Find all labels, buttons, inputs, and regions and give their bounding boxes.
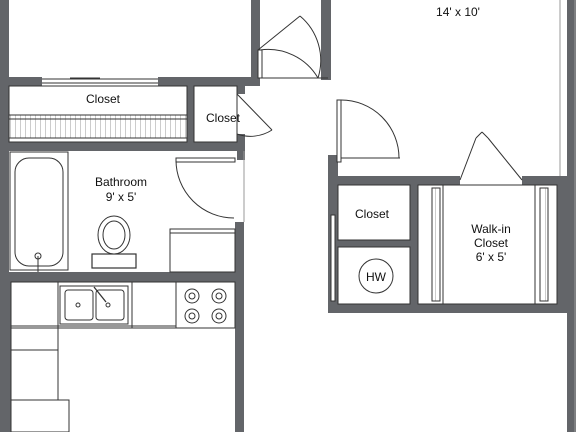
- wall-bedroom-bottom-right: [522, 176, 576, 185]
- thin-lines: [42, 0, 576, 432]
- wall-bedroom-bottom-mid: [390, 176, 460, 185]
- wall-bedroom-left: [321, 0, 331, 80]
- closet-shelf: [8, 114, 188, 139]
- closet-mid: Closet: [337, 184, 411, 241]
- burner: [184, 288, 200, 304]
- water-heater-label: HW: [366, 270, 387, 284]
- kitchen: [10, 281, 236, 432]
- bathtub-basin: [14, 157, 64, 267]
- wall-bath-right: [235, 222, 244, 432]
- bathroom-door[interactable]: [175, 157, 236, 219]
- vanity: [169, 228, 236, 273]
- fridge: [10, 399, 70, 432]
- toilet-tank: [91, 253, 137, 269]
- wall-upper-left-room-bottom-2: [158, 77, 260, 86]
- closet-mid-sliding-door[interactable]: [330, 214, 336, 302]
- wall-closets-bottom: [0, 142, 245, 151]
- stove: [175, 281, 236, 329]
- closet-mid-label: Closet: [355, 207, 390, 221]
- wall-closet-divider: [187, 86, 194, 144]
- bathroom: Bathroom 9' x 5': [9, 151, 236, 273]
- closet-top: Closet: [8, 85, 188, 143]
- bathroom-dims: 9' x 5': [106, 190, 137, 204]
- bedroom-dims-label: 14' x 10': [436, 5, 480, 19]
- water-heater: HW: [337, 246, 411, 305]
- closet-small: Closet: [193, 85, 241, 143]
- bedroom-door[interactable]: [336, 99, 400, 163]
- wall-small-closet-right-top: [237, 86, 245, 94]
- wall-kitchen-left-inner: [9, 282, 11, 432]
- closet-small-label: Closet: [206, 111, 241, 125]
- closet-small-door[interactable]: [236, 93, 273, 137]
- kitchen-cabinet: [10, 349, 59, 401]
- walkin-door[interactable]: [459, 131, 523, 181]
- burner: [184, 308, 200, 324]
- walkin-line1: Walk-in: [471, 222, 511, 236]
- wall-bath-bottom: [0, 272, 244, 282]
- wall-bedroom-left-lower: [328, 155, 338, 185]
- walkin-line2: Closet: [474, 236, 509, 250]
- bathroom-name: Bathroom: [95, 175, 147, 189]
- wall-walkin-right: [557, 185, 576, 313]
- wall-small-closet-right-bottom: [237, 134, 245, 160]
- wall-closet-area-bottom: [328, 304, 576, 313]
- wall-upper-left-room-bottom: [0, 77, 42, 86]
- wall-closet-hw-mid: [338, 240, 410, 247]
- burner: [211, 308, 227, 324]
- wall-right-exterior: [567, 0, 576, 185]
- closet-top-label: Closet: [86, 92, 121, 106]
- wall-right-exterior-lower: [567, 313, 576, 432]
- walkin-closet: Walk-in Closet 6' x 5': [417, 184, 558, 305]
- kitchen-cabinet: [10, 327, 59, 351]
- hall-door-top[interactable]: [257, 15, 322, 79]
- burner: [211, 288, 227, 304]
- wall-hall-top: [251, 0, 260, 86]
- wall-left-exterior: [0, 0, 9, 432]
- wall-closet-hw-right: [410, 185, 418, 313]
- wall-bedroom-bottom-left: [328, 176, 390, 185]
- walkin-dims: 6' x 5': [476, 250, 507, 264]
